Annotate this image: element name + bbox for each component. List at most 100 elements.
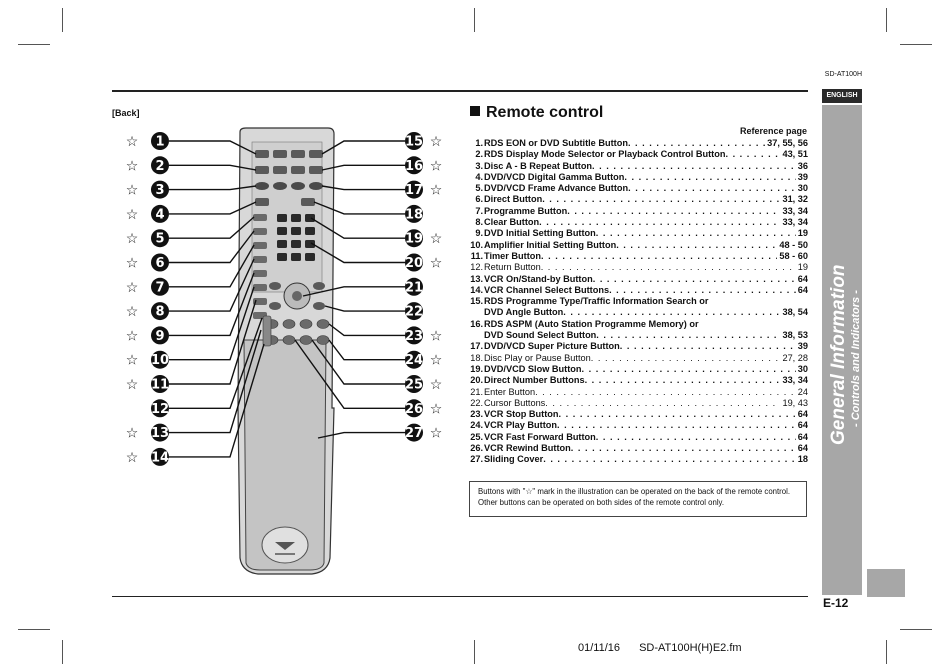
number-button[interactable] <box>277 240 287 248</box>
channel-button[interactable] <box>262 315 272 347</box>
model-number: SD-AT100H <box>824 71 862 78</box>
item-page <box>806 319 808 330</box>
item-number: 18. <box>470 352 483 363</box>
star-mark-icon: ☆ <box>430 230 443 246</box>
vcr-button[interactable] <box>316 335 330 345</box>
remote-button[interactable] <box>269 302 281 310</box>
remote-button[interactable] <box>255 198 269 206</box>
star-mark-icon: ☆ <box>126 449 139 465</box>
list-item: 16.RDS ASPM (Auto Station Programme Memo… <box>470 319 808 330</box>
remote-button[interactable] <box>309 150 323 158</box>
item-label: VCR Rewind Button <box>484 443 571 454</box>
list-item: 5.DVD/VCD Frame Advance Button30 <box>470 183 808 194</box>
list-item: 9.DVD Initial Setting Button19 <box>470 228 808 239</box>
item-page: 39 <box>797 341 808 352</box>
item-label: DVD Initial Setting Button <box>484 228 596 239</box>
star-mark-icon: ☆ <box>430 157 443 173</box>
leader-line <box>310 217 405 239</box>
remote-button[interactable] <box>291 166 305 174</box>
number-button[interactable] <box>291 240 301 248</box>
leader-line <box>169 317 263 409</box>
number-button[interactable] <box>291 227 301 235</box>
leader-dots <box>624 172 795 183</box>
number-button[interactable] <box>291 253 301 261</box>
remote-button[interactable] <box>269 282 281 290</box>
remote-button[interactable] <box>253 284 267 291</box>
callout-number: 27 <box>405 426 423 441</box>
item-page: 43, 51 <box>782 149 808 160</box>
leader-line <box>169 286 255 361</box>
item-page: 19 <box>797 262 808 273</box>
callout-badge <box>151 253 169 272</box>
item-label: Timer Button <box>484 250 541 261</box>
remote-button[interactable] <box>253 228 267 235</box>
callout-badge <box>151 302 169 321</box>
callout-badge <box>151 399 169 418</box>
page-tab <box>867 569 905 597</box>
number-button[interactable] <box>277 214 287 222</box>
remote-button[interactable] <box>253 214 267 221</box>
item-number: 20. <box>470 375 483 386</box>
sidebar-text-wrap: General Information - Controls and Indic… <box>822 105 862 595</box>
remote-button[interactable] <box>301 198 315 206</box>
number-button[interactable] <box>291 214 301 222</box>
leader-dots <box>539 217 780 228</box>
remote-button[interactable] <box>309 166 323 174</box>
item-number: 2. <box>475 149 483 160</box>
remote-button[interactable] <box>273 182 287 190</box>
item-label: Clear Button <box>484 217 540 228</box>
remote-button[interactable] <box>253 270 267 277</box>
remote-button[interactable] <box>273 166 287 174</box>
leader-dots <box>581 364 795 375</box>
star-mark-icon: ☆ <box>430 255 443 271</box>
callout-number: 21 <box>405 280 423 295</box>
vcr-button[interactable] <box>316 319 330 329</box>
item-number: 27. <box>470 454 483 465</box>
star-mark-icon: ☆ <box>430 425 443 441</box>
number-button[interactable] <box>305 227 315 235</box>
item-number: 4. <box>475 171 483 182</box>
reference-page-heading: Reference page <box>739 126 807 136</box>
remote-button[interactable] <box>253 298 267 305</box>
number-button[interactable] <box>277 227 287 235</box>
number-button[interactable] <box>305 240 315 248</box>
leader-line <box>169 244 255 288</box>
remote-button[interactable] <box>309 182 323 190</box>
leader-line <box>321 164 405 171</box>
remote-button[interactable] <box>253 242 267 249</box>
remote-button[interactable] <box>273 150 287 158</box>
number-button[interactable] <box>305 214 315 222</box>
remote-button[interactable] <box>313 282 325 290</box>
vcr-button[interactable] <box>299 335 313 345</box>
list-item: 7.Programme Button33, 34 <box>470 206 808 217</box>
callout-number: 8 <box>155 305 164 320</box>
list-item: 22.Cursor Buttons19, 43 <box>470 398 808 409</box>
remote-button[interactable] <box>291 182 305 190</box>
enter-button[interactable] <box>292 291 302 301</box>
sliding-cover[interactable] <box>243 339 327 571</box>
leader-dots <box>596 432 796 443</box>
remote-button[interactable] <box>313 302 325 310</box>
footer-rule <box>112 596 808 597</box>
vcr-button[interactable] <box>299 319 313 329</box>
list-item: 17.DVD/VCD Super Picture Button39 <box>470 341 808 352</box>
item-page: 30 <box>797 183 808 194</box>
remote-button[interactable] <box>255 166 269 174</box>
remote-button[interactable] <box>291 150 305 158</box>
callout-badge <box>151 277 169 296</box>
number-button[interactable] <box>277 253 287 261</box>
remote-button[interactable] <box>253 256 267 263</box>
remote-button[interactable] <box>255 182 269 190</box>
vcr-button[interactable] <box>282 319 296 329</box>
list-item: 19.DVD/VCD Slow Button30 <box>470 364 808 375</box>
item-label: Direct Button <box>484 194 543 205</box>
number-button[interactable] <box>305 253 315 261</box>
callout-badge <box>405 399 423 418</box>
page-number: E-12 <box>823 596 849 610</box>
vcr-button[interactable] <box>282 335 296 345</box>
remote-button[interactable] <box>255 150 269 158</box>
list-item: 1.RDS EON or DVD Subtitle Button37, 55, … <box>470 138 808 149</box>
item-label: Enter Button <box>484 386 536 397</box>
item-label: VCR Fast Forward Button <box>484 431 596 442</box>
list-item: 27.Sliding Cover18 <box>470 454 808 465</box>
